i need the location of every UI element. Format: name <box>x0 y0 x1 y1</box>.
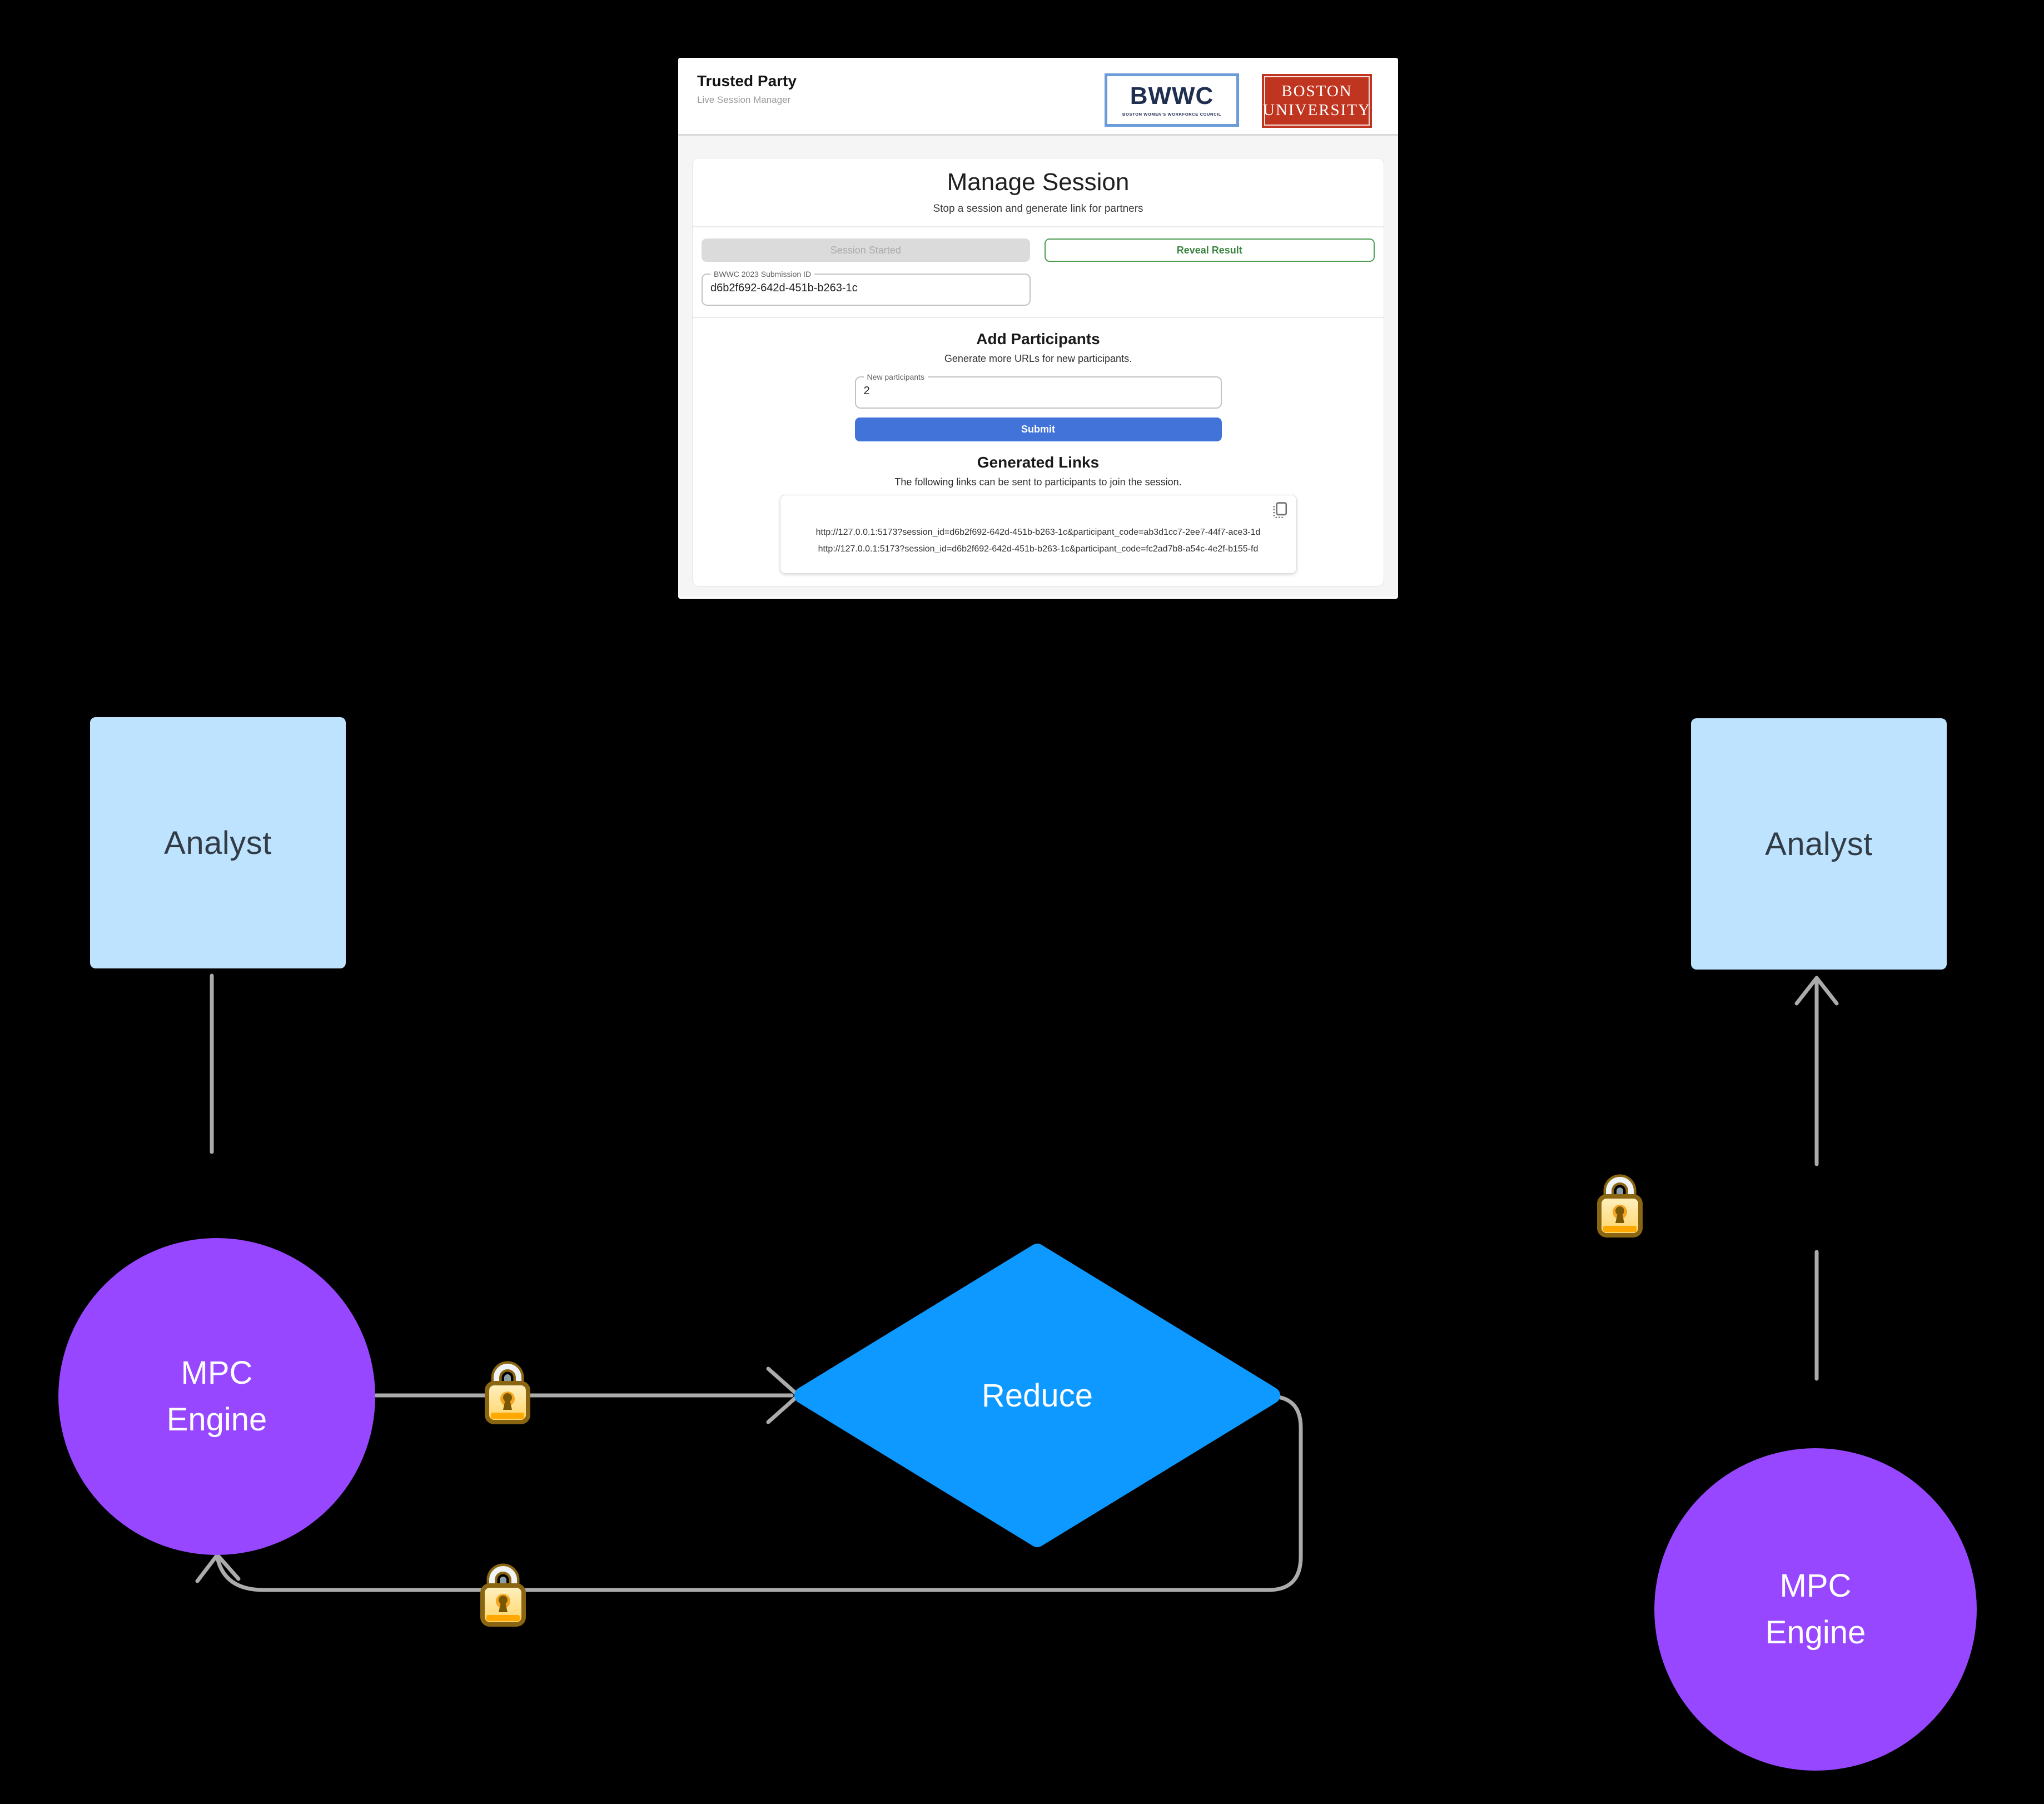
analyst-node-right: Analyst <box>1691 718 1947 970</box>
session-manager-content: Manage Session Stop a session and genera… <box>678 136 1398 597</box>
boston-university-logo: BOSTON UNIVERSITY <box>1262 74 1372 128</box>
bu-logo-line2: UNIVERSITY <box>1263 101 1371 119</box>
submit-button[interactable]: Submit <box>854 418 1222 441</box>
submission-id-label: BWWC 2023 Submission ID <box>714 270 812 279</box>
new-participants-input[interactable]: New participants 2 <box>854 372 1222 409</box>
session-started-button[interactable]: Session Started <box>702 238 1030 262</box>
app-subtitle: Live Session Manager <box>697 95 791 105</box>
arrowhead-up-left-icon <box>195 1553 241 1583</box>
divider <box>693 317 1384 318</box>
new-participants-value: 2 <box>863 385 870 397</box>
participant-link: http://127.0.0.1:5173?session_id=d6b2f69… <box>818 544 1259 554</box>
mpc-engine-node-left: MPC Engine <box>58 1238 375 1555</box>
mpc-right-label-line1: MPC <box>1779 1567 1852 1604</box>
reduce-diamond <box>794 1244 1280 1547</box>
bwwc-logo-text: BWWC <box>1130 82 1214 110</box>
reduce-return-loop-line <box>215 1394 1303 1592</box>
session-buttons-row: Session Started Reveal Result <box>693 238 1384 262</box>
app-title: Trusted Party <box>697 72 797 90</box>
mpc-left-label-line1: MPC <box>181 1354 253 1391</box>
participant-link: http://127.0.0.1:5173?session_id=d6b2f69… <box>815 528 1261 537</box>
lock-icon <box>475 1554 531 1628</box>
lock-icon <box>480 1352 535 1425</box>
arrowhead-up-right-icon <box>1794 976 1839 1006</box>
lock-icon <box>1592 1165 1648 1239</box>
bwwc-logo: BWWC BOSTON WOMEN'S WORKFORCE COUNCIL <box>1105 73 1239 127</box>
manage-session-card: Manage Session Stop a session and genera… <box>692 158 1384 587</box>
reduce-node-label: Reduce <box>982 1377 1093 1414</box>
generated-links-title: Generated Links <box>977 454 1100 471</box>
divider <box>693 226 1384 227</box>
bu-logo-line1: BOSTON <box>1281 82 1352 101</box>
new-participants-label: New participants <box>867 372 925 381</box>
analyst-node-left: Analyst <box>90 717 346 968</box>
add-participants-title: Add Participants <box>976 330 1100 347</box>
mpc-engine-node-right: MPC Engine <box>1654 1448 1977 1771</box>
analyst-left-label: Analyst <box>164 824 272 861</box>
page-subtitle: Stop a session and generate link for par… <box>933 203 1143 215</box>
mpc-left-label-line2: Engine <box>166 1402 267 1438</box>
submission-id-field[interactable]: BWWC 2023 Submission ID d6b2f692-642d-45… <box>702 270 1031 306</box>
page-title: Manage Session <box>947 168 1130 196</box>
analyst-right-label: Analyst <box>1765 826 1873 862</box>
add-participants-subtitle: Generate more URLs for new participants. <box>944 353 1132 364</box>
generated-links-subtitle: The following links can be sent to parti… <box>894 476 1182 488</box>
mpc-right-label-line2: Engine <box>1765 1614 1866 1651</box>
bwwc-logo-caption: BOSTON WOMEN'S WORKFORCE COUNCIL <box>1122 111 1221 117</box>
app-header: Trusted Party Live Session Manager BWWC … <box>678 58 1398 136</box>
reveal-result-button[interactable]: Reveal Result <box>1044 238 1375 262</box>
submission-id-value: d6b2f692-642d-451b-b263-1c <box>710 282 858 294</box>
copy-icon[interactable] <box>1270 501 1289 520</box>
generated-links-box: http://127.0.0.1:5173?session_id=d6b2f69… <box>779 495 1297 574</box>
trusted-party-window: Trusted Party Live Session Manager BWWC … <box>678 58 1398 599</box>
